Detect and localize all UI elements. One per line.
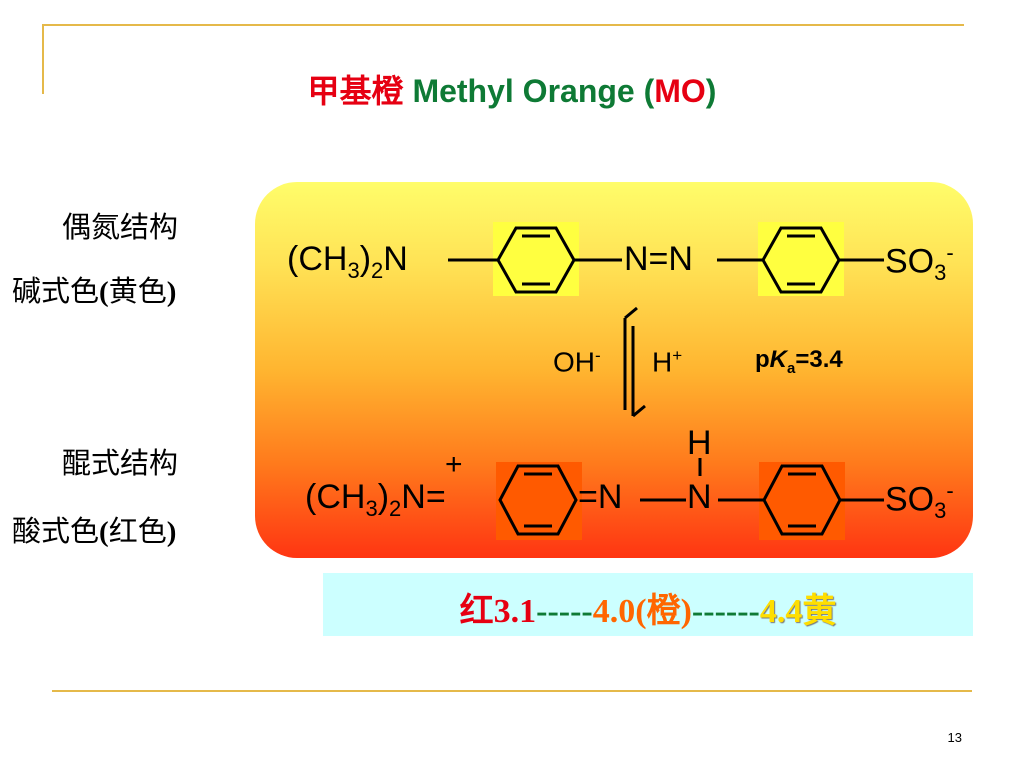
ph-range-box: 红3.1-----4.0(橙)------4.4黄 [323, 573, 973, 636]
ph-range-text: 红3.1-----4.0(橙)------4.4黄 [459, 593, 837, 630]
proton-label: H+ [652, 346, 683, 378]
title-abbr: MO [654, 73, 706, 109]
bottom-sulfonate-group: SO3- [885, 478, 954, 524]
top-amine-group: (CH3)2N [287, 240, 408, 283]
label-azo-structure: 偶氮结构 [62, 210, 179, 244]
title-chinese: 甲基橙 [307, 73, 404, 109]
bottom-nh-h: H [687, 424, 712, 462]
bottom-plus-charge: + [445, 448, 463, 481]
label-acid-color: 酸式色(红色) [12, 514, 177, 548]
top-azo-group: N=N [624, 240, 693, 278]
slide-title: 甲基橙 Methyl Orange (MO) [0, 66, 1024, 112]
bottom-imine-n: =N [578, 478, 623, 516]
page-number: 13 [947, 730, 962, 745]
label-base-color: 碱式色(黄色) [12, 274, 177, 308]
bottom-amine-group: (CH3)2N= [305, 478, 446, 521]
title-close: ) [705, 73, 717, 109]
top-sulfonate-group: SO3- [885, 240, 954, 286]
title-english: Methyl Orange ( [403, 73, 655, 109]
pka-value: pKa=3.4 [755, 346, 843, 377]
left-decor-line [42, 24, 44, 94]
label-quinoid-structure: 醌式结构 [62, 446, 179, 480]
structure-panel [255, 182, 973, 558]
hydroxide-label: OH- [553, 346, 601, 378]
top-decor-line [42, 24, 964, 26]
bottom-decor-line [52, 690, 972, 692]
benzene-ring-icon [498, 464, 578, 536]
bottom-nh-n: N [687, 478, 712, 516]
